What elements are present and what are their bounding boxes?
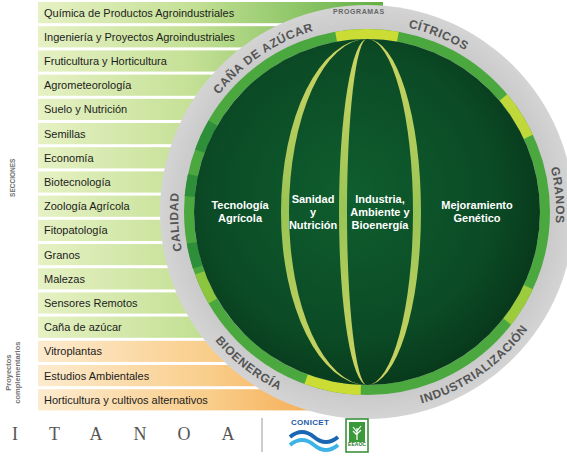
node-text: Zoología Agrícola <box>44 196 130 216</box>
conicet-wave <box>290 440 338 450</box>
section-bar: Vitroplantas <box>44 341 102 361</box>
node-text: Economía <box>44 148 94 168</box>
section-bar: Ingeniería y Proyectos Agroindustriales <box>44 27 235 47</box>
area-column: Industria, Ambiente y Bioenergía <box>347 193 413 232</box>
node-text: Horticultura y cultivos alternativos <box>44 390 208 410</box>
node-text: Mejoramiento Genético <box>427 199 527 225</box>
section-bar: Química de Productos Agroindustriales <box>44 3 234 23</box>
label: CONICET <box>291 418 329 427</box>
section-bar: Sensores Remotos <box>44 293 138 313</box>
group-label: Proyectos complementarios <box>5 334 22 412</box>
brand-name: ITANOA <box>12 424 266 445</box>
node-text: Fitopatología <box>44 220 108 240</box>
band-segment <box>192 243 198 267</box>
program-label: CALIDAD <box>167 192 185 253</box>
section-bar: Granos <box>44 245 80 265</box>
node-text: Tecnología Agrícola <box>198 199 282 225</box>
node-text: Caña de azúcar <box>44 317 122 337</box>
program-label-path: INDUSTRIALIZACIÓN <box>419 322 531 406</box>
eeaoc-logo <box>346 419 368 452</box>
section-bar: Zoología Agrícola <box>44 196 130 216</box>
area-column: Sanidad y Nutrición <box>289 193 337 232</box>
band-segment <box>336 34 398 37</box>
node-text: Granos <box>44 245 80 265</box>
section-bar: Suelo y Nutrición <box>44 99 127 119</box>
node-text: Biotecnología <box>44 172 111 192</box>
node-text: Fruticultura y Horticultura <box>44 51 167 71</box>
program-label-path: CÍTRICOS <box>407 17 471 53</box>
section-bar: Horticultura y cultivos alternativos <box>44 390 208 410</box>
label: EEAOC <box>346 442 368 448</box>
eeaoc-plant <box>353 426 361 440</box>
node-text: Química de Productos Agroindustriales <box>44 3 234 23</box>
section-bar: Economía <box>44 148 94 168</box>
green-band <box>189 34 545 390</box>
program-label: GRANOS <box>548 165 567 224</box>
program-label: CÍTRICOS <box>407 17 471 53</box>
node-text: Ingeniería y Proyectos Agroindustriales <box>44 27 235 47</box>
node-text: Sensores Remotos <box>44 293 138 313</box>
area-column: Tecnología Agrícola <box>198 199 282 225</box>
program-label-path: BIOENERGÍA <box>213 333 285 393</box>
section-bar: Fitopatología <box>44 220 108 240</box>
program-label-path: CALIDAD <box>167 192 185 253</box>
node-text: Suelo y Nutrición <box>44 99 127 119</box>
node-text: Estudios Ambientales <box>44 366 149 386</box>
section-bar: Fruticultura y Horticultura <box>44 51 167 71</box>
eeaoc-logo-fill <box>349 422 365 442</box>
node-text: Vitroplantas <box>44 341 102 361</box>
node-text: Sanidad y Nutrición <box>289 193 337 232</box>
meridian-stripes <box>281 39 421 385</box>
node-text: Industria, Ambiente y Bioenergía <box>347 193 413 232</box>
node-text: Semillas <box>44 124 86 144</box>
section-bar: Biotecnología <box>44 172 111 192</box>
section-bar: Malezas <box>44 269 85 289</box>
sphere <box>194 39 540 385</box>
section-bar: Semillas <box>44 124 86 144</box>
band-segment <box>190 175 193 197</box>
program-label: INDUSTRIALIZACIÓN <box>419 322 531 406</box>
area-column: Mejoramiento Genético <box>427 199 527 225</box>
group-label: SECCIONES <box>9 159 16 197</box>
section-bar: Estudios Ambientales <box>44 366 149 386</box>
program-label: BIOENERGÍA <box>213 333 285 393</box>
program-label-path: GRANOS <box>548 165 567 224</box>
section-bar: Agrometeorología <box>44 75 131 95</box>
label: PROGRAMAS <box>333 8 385 16</box>
node-text: Malezas <box>44 269 85 289</box>
node-text: Agrometeorología <box>44 75 131 95</box>
programs-ring <box>160 5 567 419</box>
section-bar: Caña de azúcar <box>44 317 122 337</box>
